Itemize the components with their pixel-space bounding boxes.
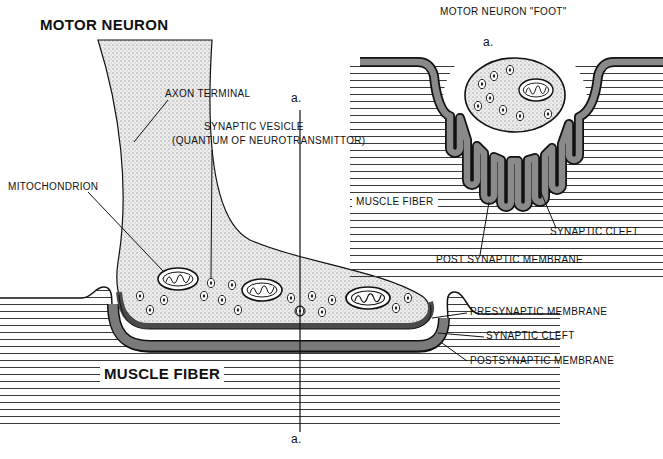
leader-line — [540, 190, 556, 228]
part-label: SYNAPTIC VESICLE — [204, 121, 364, 133]
part-label: POSTSYNAPTIC MEMBRANE — [470, 355, 660, 367]
synaptic-vesicle — [499, 105, 506, 114]
synaptic-vesicle — [146, 305, 153, 314]
leader-line — [480, 202, 489, 255]
leader-line — [432, 313, 467, 318]
leader-line — [442, 343, 467, 361]
part-label: MITOCHONDRION — [8, 181, 138, 193]
part-label: SYNAPTIC CLEFT — [550, 226, 662, 238]
synaptic-vesicle — [234, 305, 241, 314]
leader-line — [438, 333, 484, 337]
section-letter: a. — [291, 433, 321, 447]
synaptic-vesicle — [516, 111, 523, 120]
synaptic-vesicle — [486, 93, 493, 102]
leader-line — [134, 100, 168, 142]
synaptic-vesicle — [200, 291, 207, 300]
synaptic-vesicle — [490, 71, 497, 80]
synaptic-vesicle — [474, 101, 481, 110]
synaptic-vesicle — [207, 278, 214, 287]
leader-line — [211, 150, 212, 278]
section-letter: a. — [291, 92, 321, 106]
synaptic-vesicle — [404, 293, 411, 302]
synaptic-vesicle — [160, 295, 167, 304]
synaptic-vesicle — [136, 291, 143, 300]
part-label: PRESYNAPTIC MEMBRANE — [470, 306, 660, 318]
synaptic-vesicle — [544, 109, 551, 118]
synaptic-vesicle — [218, 295, 225, 304]
section-letter: a. — [483, 36, 513, 50]
synaptic-vesicle — [478, 79, 485, 88]
mitochondrion — [519, 79, 553, 101]
synaptic-vesicle — [506, 65, 513, 74]
mitochondrion — [242, 279, 282, 301]
synaptic-vesicle — [328, 295, 335, 304]
synaptic-vesicle — [287, 293, 294, 302]
synaptic-vesicle — [228, 280, 235, 289]
part-note: (QUANTUM OF NEUROTRANSMITTOR) — [172, 135, 402, 147]
section-marker — [295, 306, 305, 316]
part-label: MUSCLE FIBER — [100, 364, 224, 383]
leader-line — [88, 192, 164, 272]
synaptic-vesicle — [318, 307, 325, 316]
figure-heading: MOTOR NEURON — [40, 16, 220, 33]
part-label: MOTOR NEURON "FOOT" — [440, 6, 640, 18]
synaptic-vesicle — [308, 291, 315, 300]
mitochondrion — [346, 287, 390, 309]
part-label: SYNAPTIC CLEFT — [486, 330, 656, 342]
part-label: MUSCLE FIBER — [352, 195, 438, 209]
part-label: AXON TERMINAL — [165, 88, 305, 100]
part-label: POST SYNAPTIC MEMBRANE — [436, 254, 636, 266]
synaptic-vesicle — [392, 303, 399, 312]
section-line — [299, 110, 300, 432]
motor-neuron-foot — [465, 58, 565, 132]
